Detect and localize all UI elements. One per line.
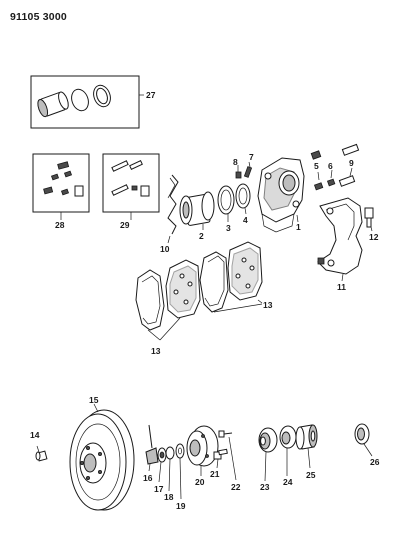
caliper-piston-2 (179, 191, 215, 226)
screw-8 (235, 165, 242, 179)
callout-17: 17 (154, 484, 164, 494)
callout-19: 19 (176, 501, 186, 511)
callout-29: 29 (120, 220, 130, 230)
callout-6: 6 (328, 161, 333, 171)
callout-23: 23 (260, 482, 270, 492)
callout-13-right: 13 (263, 300, 273, 310)
grease-cap-16 (145, 424, 159, 465)
caliper-adapter-11 (317, 197, 363, 275)
callout-24: 24 (283, 477, 293, 487)
callout-3: 3 (226, 223, 231, 233)
spindle-nut-18 (165, 446, 175, 460)
callout-22: 22 (231, 482, 241, 492)
callout-28: 28 (55, 220, 65, 230)
adapter-bolt-12 (364, 207, 374, 228)
callout-25: 25 (306, 470, 316, 480)
callout-8: 8 (233, 157, 238, 167)
hub-20 (186, 425, 219, 467)
callout-7: 7 (249, 152, 254, 162)
bearing-25 (295, 424, 318, 450)
washer-19 (175, 443, 185, 459)
callout-18: 18 (164, 492, 174, 502)
bleeder-7 (243, 161, 253, 178)
callout-12: 12 (369, 232, 379, 242)
caliper-housing-1 (257, 157, 305, 233)
callout-10: 10 (160, 244, 170, 254)
document-code: 91105 3000 (10, 11, 67, 23)
brake-pads-13 (135, 241, 263, 331)
wheel-stud-22 (218, 430, 233, 438)
callout-15: 15 (89, 395, 99, 405)
callout-21: 21 (210, 469, 220, 479)
brake-rotor-15 (69, 409, 135, 511)
hub-bolt-21 (213, 448, 228, 460)
wheel-nut-14 (35, 450, 48, 462)
callout-13-left: 13 (151, 346, 161, 356)
callout-4: 4 (243, 215, 248, 225)
anti-rattle-clip-10 (167, 174, 179, 235)
callout-14: 14 (30, 430, 40, 440)
callout-9: 9 (349, 158, 354, 168)
grease-seal-26 (354, 423, 370, 445)
callout-27: 27 (146, 90, 156, 100)
callout-5: 5 (314, 161, 319, 171)
piston-boot-3 (217, 185, 235, 215)
guide-pins-5-6-9 (310, 143, 360, 191)
bearing-23 (258, 427, 278, 453)
piston-seal-4 (235, 183, 251, 209)
seal-kit-27 (30, 75, 144, 129)
callout-20: 20 (195, 477, 205, 487)
callout-16: 16 (143, 473, 153, 483)
callout-11: 11 (337, 282, 346, 292)
bolt-kit-28 (32, 153, 90, 220)
callout-2: 2 (199, 231, 204, 241)
callout-1: 1 (296, 222, 301, 232)
bolt-kit-29 (102, 153, 160, 220)
nut-lock-17 (157, 447, 167, 463)
bearing-race-24 (279, 425, 297, 449)
callout-26: 26 (370, 457, 380, 467)
